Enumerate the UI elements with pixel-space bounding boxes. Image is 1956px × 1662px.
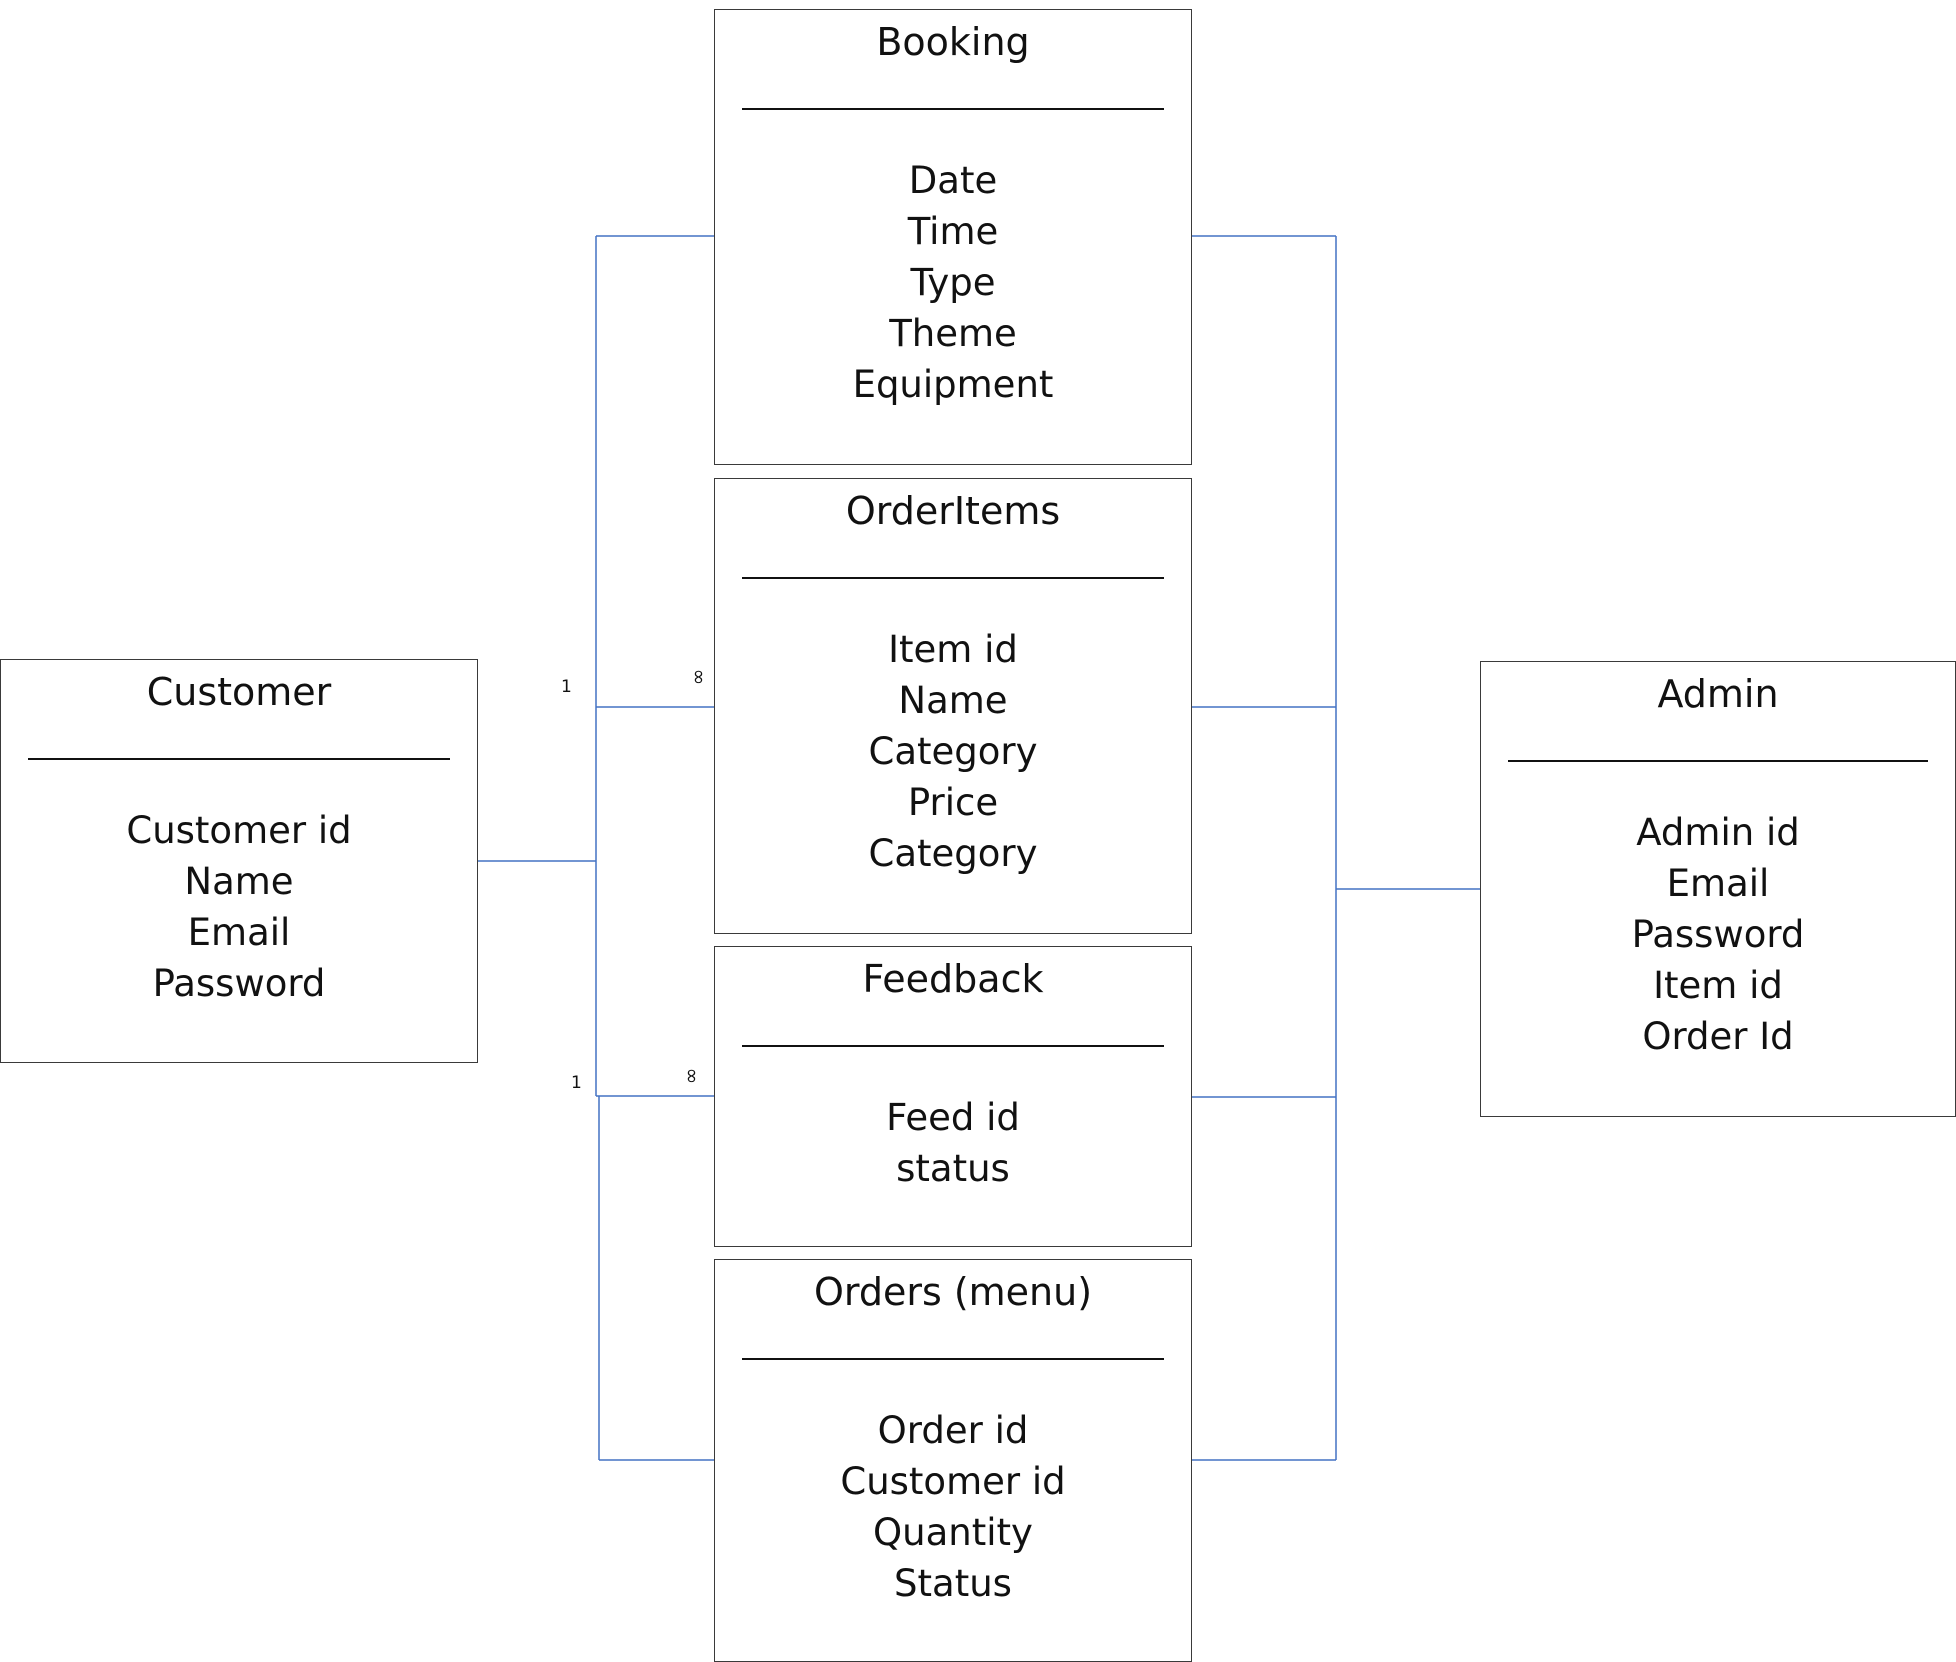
attribute: Category: [868, 832, 1038, 875]
attribute: Item id: [888, 628, 1018, 671]
entity-customer[interactable]: Customer Customer id Name Email Password: [0, 659, 478, 1063]
entity-feedback-title: Feedback: [862, 957, 1044, 1001]
entity-booking-title: Booking: [876, 20, 1030, 64]
attribute: Feed id: [886, 1096, 1020, 1139]
attribute: Theme: [889, 312, 1017, 355]
entity-customer-attributes: Customer id Name Email Password: [1, 805, 477, 1009]
entity-orders-divider: [742, 1358, 1164, 1360]
attribute: Type: [910, 261, 996, 304]
cardinality-many-label: ∞: [680, 1067, 705, 1085]
entity-feedback[interactable]: Feedback Feed id status: [714, 946, 1192, 1247]
entity-booking-divider: [742, 108, 1164, 110]
entity-customer-divider: [28, 758, 450, 760]
entity-admin-divider: [1508, 760, 1928, 762]
attribute: Equipment: [852, 363, 1054, 406]
attribute: Date: [908, 159, 998, 202]
attribute: Password: [1631, 913, 1805, 956]
attribute: Time: [907, 210, 999, 253]
attribute: Category: [868, 730, 1038, 773]
entity-orderitems[interactable]: OrderItems Item id Name Category Price C…: [714, 478, 1192, 934]
entity-feedback-attributes: Feed id status: [715, 1092, 1191, 1194]
attribute: Customer id: [840, 1460, 1066, 1503]
entity-customer-title: Customer: [146, 670, 332, 714]
attribute: Price: [907, 781, 999, 824]
attribute: status: [896, 1147, 1010, 1190]
entity-booking-attributes: Date Time Type Theme Equipment: [715, 155, 1191, 410]
attribute: Order id: [877, 1409, 1029, 1452]
attribute: Name: [898, 679, 1008, 722]
entity-admin-attributes: Admin id Email Password Item id Order Id: [1481, 807, 1955, 1062]
attribute: Email: [1666, 862, 1770, 905]
attribute: Name: [184, 860, 294, 903]
cardinality-many-label: ∞: [687, 668, 712, 686]
entity-orders-attributes: Order id Customer id Quantity Status: [715, 1405, 1191, 1609]
entity-booking[interactable]: Booking Date Time Type Theme Equipment: [714, 9, 1192, 465]
attribute: Item id: [1653, 964, 1783, 1007]
entity-orderitems-attributes: Item id Name Category Price Category: [715, 624, 1191, 879]
entity-admin-title: Admin: [1657, 672, 1779, 716]
attribute: Quantity: [873, 1511, 1033, 1554]
entity-orders[interactable]: Orders (menu) Order id Customer id Quant…: [714, 1259, 1192, 1662]
attribute: Customer id: [126, 809, 352, 852]
entity-orderitems-divider: [742, 577, 1164, 579]
attribute: Password: [152, 962, 326, 1005]
attribute: Admin id: [1636, 811, 1800, 854]
entity-feedback-divider: [742, 1045, 1164, 1047]
entity-orders-title: Orders (menu): [813, 1270, 1093, 1314]
attribute: Email: [187, 911, 291, 954]
entity-orderitems-title: OrderItems: [845, 489, 1061, 533]
attribute: Status: [894, 1562, 1012, 1605]
attribute: Order Id: [1642, 1015, 1794, 1058]
cardinality-one-label: 1: [571, 1073, 582, 1093]
cardinality-one-label: 1: [561, 677, 572, 697]
entity-admin[interactable]: Admin Admin id Email Password Item id Or…: [1480, 661, 1956, 1117]
